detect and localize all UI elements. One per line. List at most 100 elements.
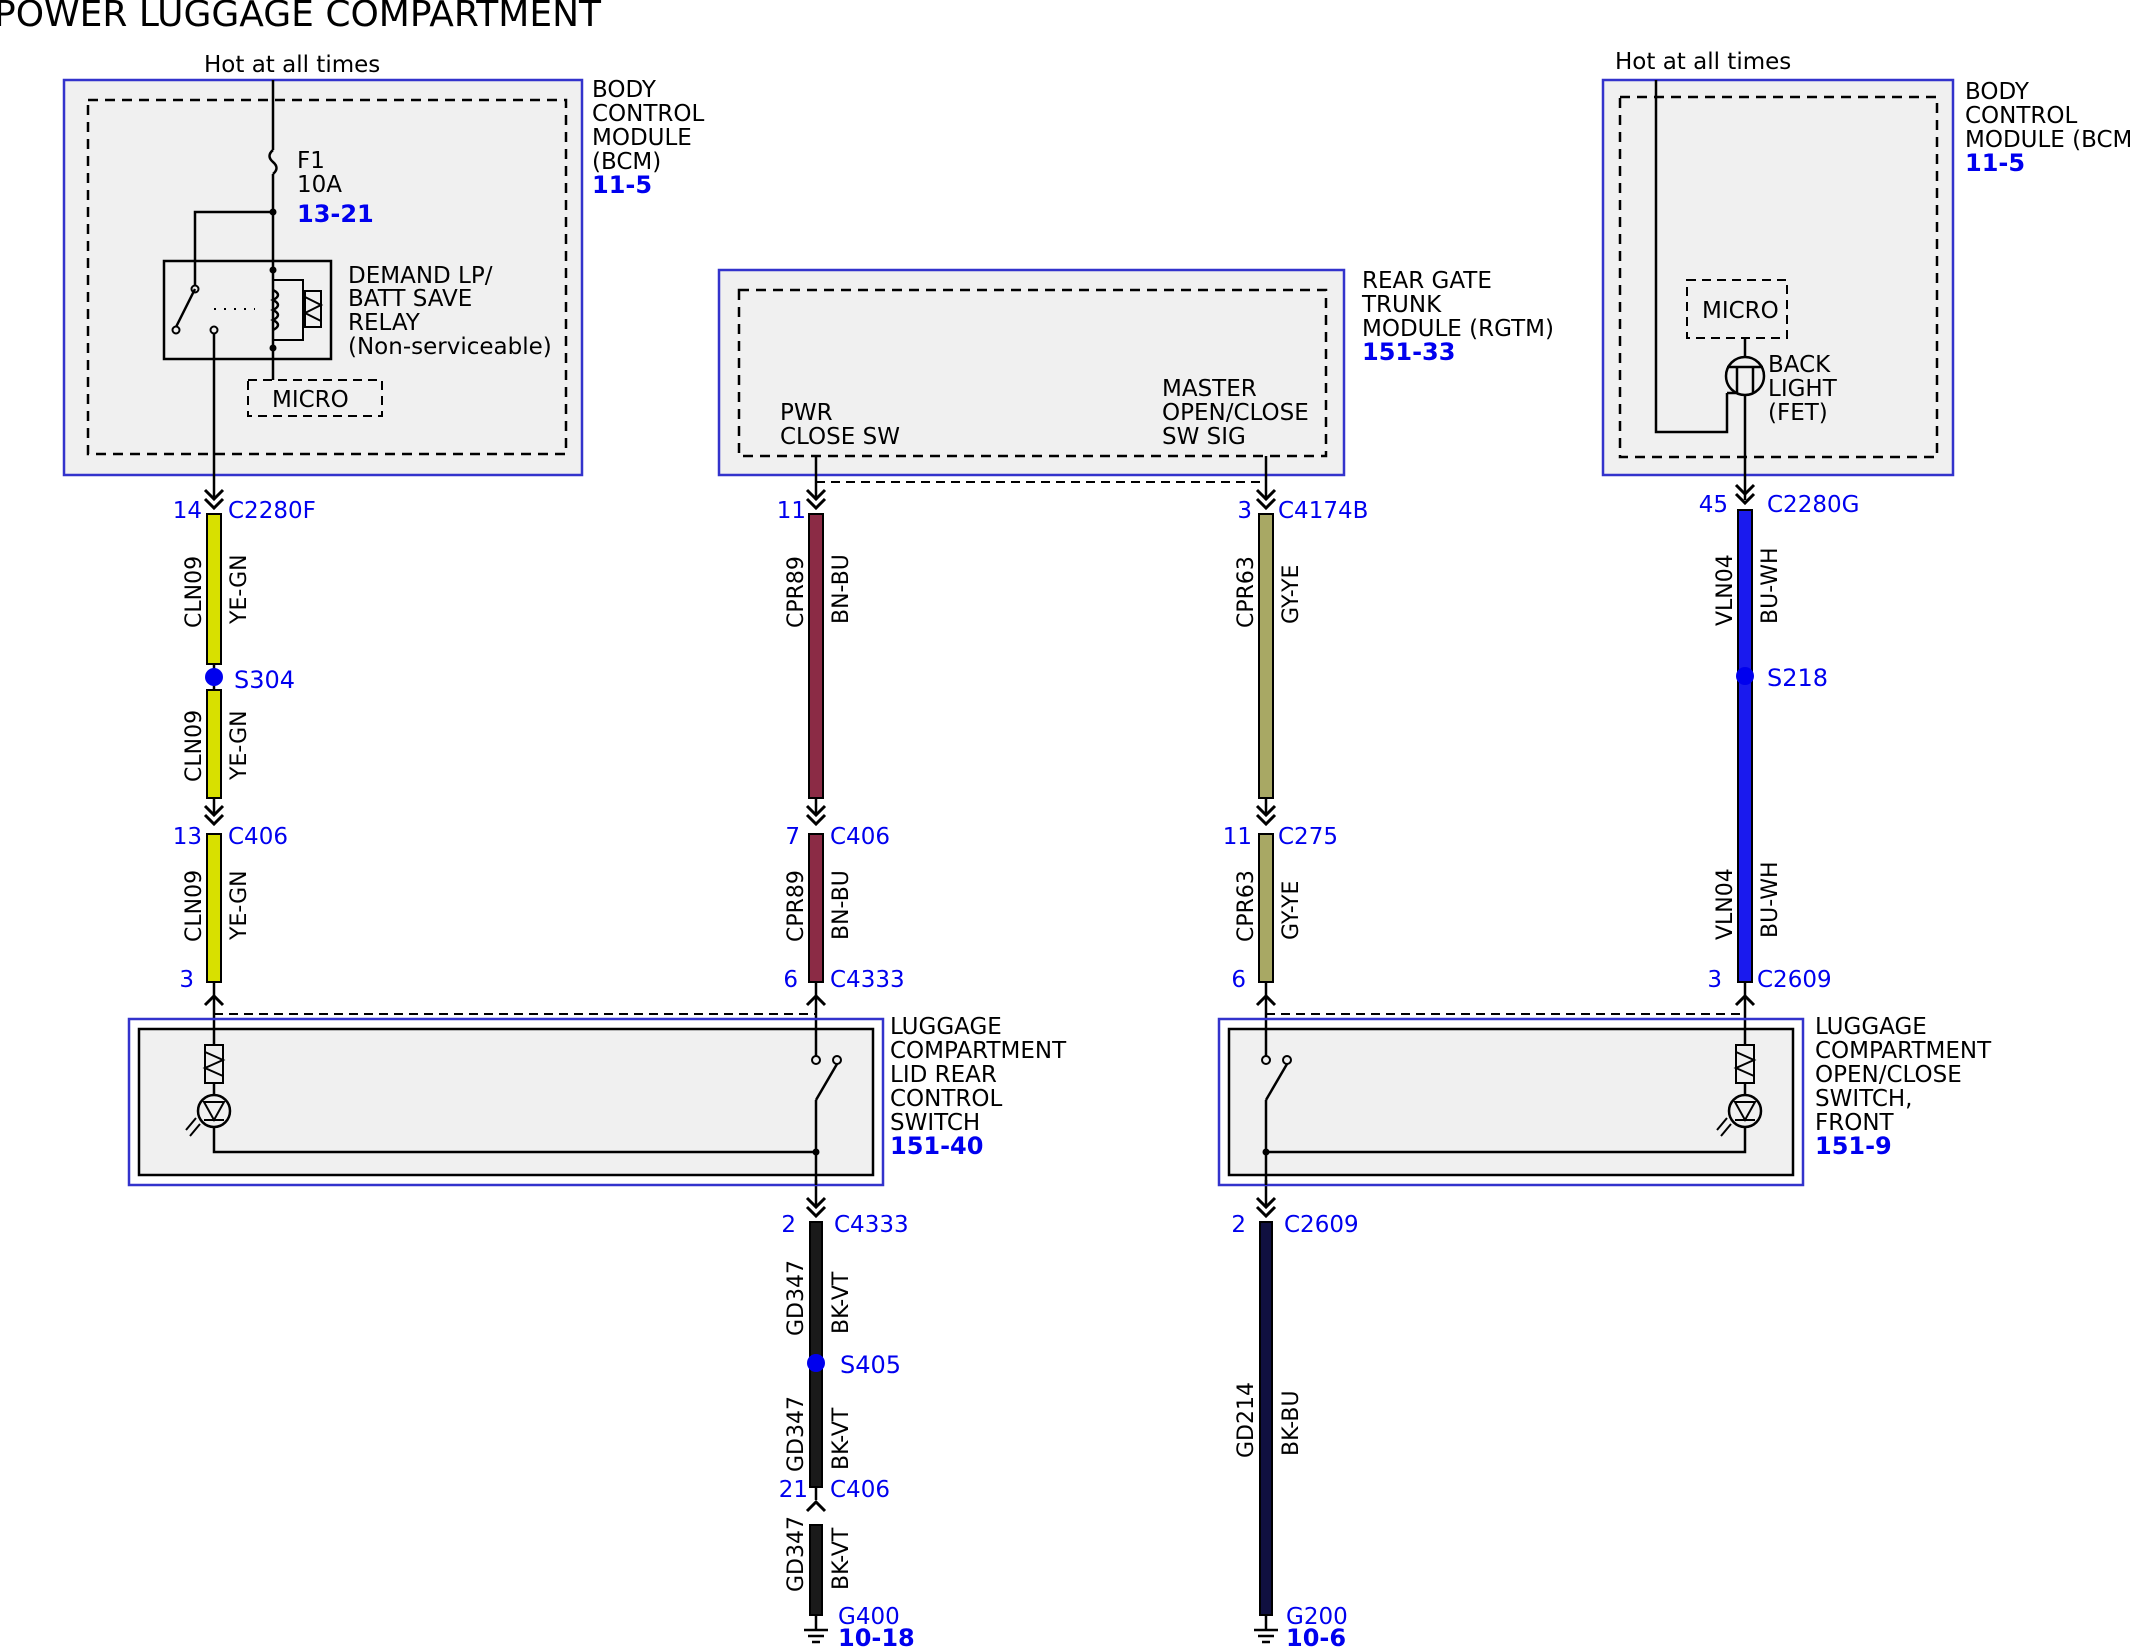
wire-color: BK-BU	[1279, 1390, 1304, 1456]
conn-pin: 3	[179, 967, 194, 993]
conn-name[interactable]: C406	[830, 824, 890, 850]
ground-g200[interactable]: G200	[1286, 1604, 1348, 1630]
conn-name[interactable]: C2280F	[228, 498, 316, 524]
conn-name[interactable]: C4333	[830, 967, 905, 993]
wire-column-a	[203, 484, 225, 1030]
bcm-left-hot-label: Hot at all times	[204, 52, 380, 78]
ground-labels: G400 10-18 G200 10-6	[838, 1604, 1348, 1649]
wire-column-c	[1254, 488, 1278, 1644]
bcm-left-module: Hot at all times MICRO F1 10A 13-21 DEMA…	[62, 52, 705, 484]
wire-circuit: VLN04	[1713, 868, 1738, 940]
wire-circuit: CLN09	[182, 556, 207, 628]
relay-name-3: RELAY	[348, 310, 421, 336]
splice-s218-label[interactable]: S218	[1767, 664, 1828, 692]
conn-pin: 21	[779, 1477, 808, 1503]
wire-circuit: CPR89	[784, 870, 809, 942]
relay-name-2: BATT SAVE	[348, 286, 472, 312]
bcm-left-ref[interactable]: 11-5	[592, 171, 652, 199]
rgtm-module: PWR CLOSE SW MASTER OPEN/CLOSE SW SIG RE…	[717, 268, 1554, 500]
conn-pin: 3	[1237, 498, 1252, 524]
wire-circuit: GD347	[784, 1396, 809, 1472]
ground-g400[interactable]: G400	[838, 1604, 900, 1630]
conn-pin: 13	[173, 824, 202, 850]
bcm-right-name-1: BODY	[1965, 79, 2030, 105]
fuse-rating: 10A	[297, 172, 342, 198]
wire-circuit: CPR63	[1234, 556, 1259, 628]
wire-color: YE-GN	[227, 710, 252, 781]
conn-name[interactable]: C4174B	[1278, 498, 1368, 524]
rgtm-master-2: OPEN/CLOSE	[1162, 400, 1309, 426]
wire-color: GY-YE	[1279, 565, 1304, 624]
fuse-name: F1	[297, 148, 325, 174]
switch-front-name-5: FRONT	[1815, 1110, 1895, 1136]
switch-rear-ref[interactable]: 151-40	[890, 1132, 983, 1160]
wire-color: BU-WH	[1758, 861, 1783, 938]
splice-s304	[205, 668, 223, 686]
relay-name-4: (Non-serviceable)	[348, 334, 552, 360]
diagram-title: POWER LUGGAGE COMPARTMENT	[0, 0, 602, 35]
switch-front-name-1: LUGGAGE	[1815, 1014, 1927, 1040]
wire-color: BK-VT	[829, 1407, 854, 1470]
splice-s218	[1736, 667, 1754, 685]
wire-circuit: GD347	[784, 1260, 809, 1336]
bcm-right-name-3: MODULE (BCM)	[1965, 127, 2130, 153]
ground-g200-ref[interactable]: 10-6	[1286, 1624, 1346, 1649]
rgtm-pwr-2: CLOSE SW	[780, 424, 900, 450]
conn-name[interactable]: C2280G	[1767, 492, 1859, 518]
conn-pin: 7	[785, 824, 800, 850]
splice-s405-label[interactable]: S405	[840, 1351, 901, 1379]
conn-name[interactable]: C406	[228, 824, 288, 850]
wire-color: BN-BU	[829, 870, 854, 940]
wire-circuit: CPR63	[1234, 870, 1259, 942]
switch-front-ref[interactable]: 151-9	[1815, 1132, 1892, 1160]
ground-g400-ref[interactable]: 10-18	[838, 1624, 915, 1649]
wire-circuit: CLN09	[182, 870, 207, 942]
wire-circuit: CPR89	[784, 556, 809, 628]
conn-name[interactable]: C4333	[834, 1212, 909, 1238]
splice-s304-label[interactable]: S304	[234, 666, 295, 694]
bcm-right-micro: MICRO	[1702, 298, 1779, 324]
bcm-right-hot-label: Hot at all times	[1615, 49, 1791, 75]
wire-column-d	[1734, 483, 1756, 1030]
conn-name[interactable]: C275	[1278, 824, 1338, 850]
bcm-left-name-4: (BCM)	[592, 149, 661, 175]
bcm-right-ref[interactable]: 11-5	[1965, 149, 2025, 177]
conn-pin: 14	[173, 498, 202, 524]
conn-pin: 2	[1231, 1212, 1246, 1238]
wire-circuit: GD214	[1234, 1382, 1259, 1458]
switch-front-name-4: SWITCH,	[1815, 1086, 1913, 1112]
switch-rear-module: LUGGAGE COMPARTMENT LID REAR CONTROL SWI…	[127, 1013, 1067, 1187]
bcm-left-micro: MICRO	[272, 387, 349, 413]
rgtm-name-1: REAR GATE	[1362, 268, 1492, 294]
rgtm-name-3: MODULE (RGTM)	[1362, 316, 1554, 342]
wire-color: BU-WH	[1758, 547, 1783, 624]
backlight-3: (FET)	[1768, 400, 1828, 426]
wire-labels: CLN09 YE-GN CLN09 YE-GN CLN09 YE-GN CPR8…	[182, 547, 1783, 1592]
switch-rear-name-4: CONTROL	[890, 1086, 1003, 1112]
rgtm-pwr-1: PWR	[780, 400, 833, 426]
relay-name-1: DEMAND LP/	[348, 263, 493, 289]
switch-front-name-3: OPEN/CLOSE	[1815, 1062, 1962, 1088]
conn-name[interactable]: C406	[830, 1477, 890, 1503]
switch-rear-name-5: SWITCH	[890, 1110, 980, 1136]
bcm-left-name-3: MODULE	[592, 125, 692, 151]
wire-circuit: CLN09	[182, 710, 207, 782]
bcm-left-name-2: CONTROL	[592, 101, 705, 127]
conn-pin: 3	[1707, 967, 1722, 993]
conn-name[interactable]: C2609	[1284, 1212, 1359, 1238]
rgtm-master-1: MASTER	[1162, 376, 1257, 402]
backlight-2: LIGHT	[1768, 376, 1838, 402]
rgtm-ref[interactable]: 151-33	[1362, 338, 1455, 366]
conn-pin: 45	[1699, 492, 1728, 518]
rgtm-name-2: TRUNK	[1361, 292, 1442, 318]
wire-color: YE-GN	[227, 554, 252, 625]
conn-pin: 11	[777, 498, 806, 524]
conn-name[interactable]: C2609	[1757, 967, 1832, 993]
wire-color: YE-GN	[227, 870, 252, 941]
switch-rear-name-2: COMPARTMENT	[890, 1038, 1067, 1064]
fuse-ref[interactable]: 13-21	[297, 200, 374, 228]
switch-front-name-2: COMPARTMENT	[1815, 1038, 1992, 1064]
wire-color: BN-BU	[829, 554, 854, 624]
splice-s405	[807, 1354, 825, 1372]
switch-rear-name-3: LID REAR	[890, 1062, 997, 1088]
